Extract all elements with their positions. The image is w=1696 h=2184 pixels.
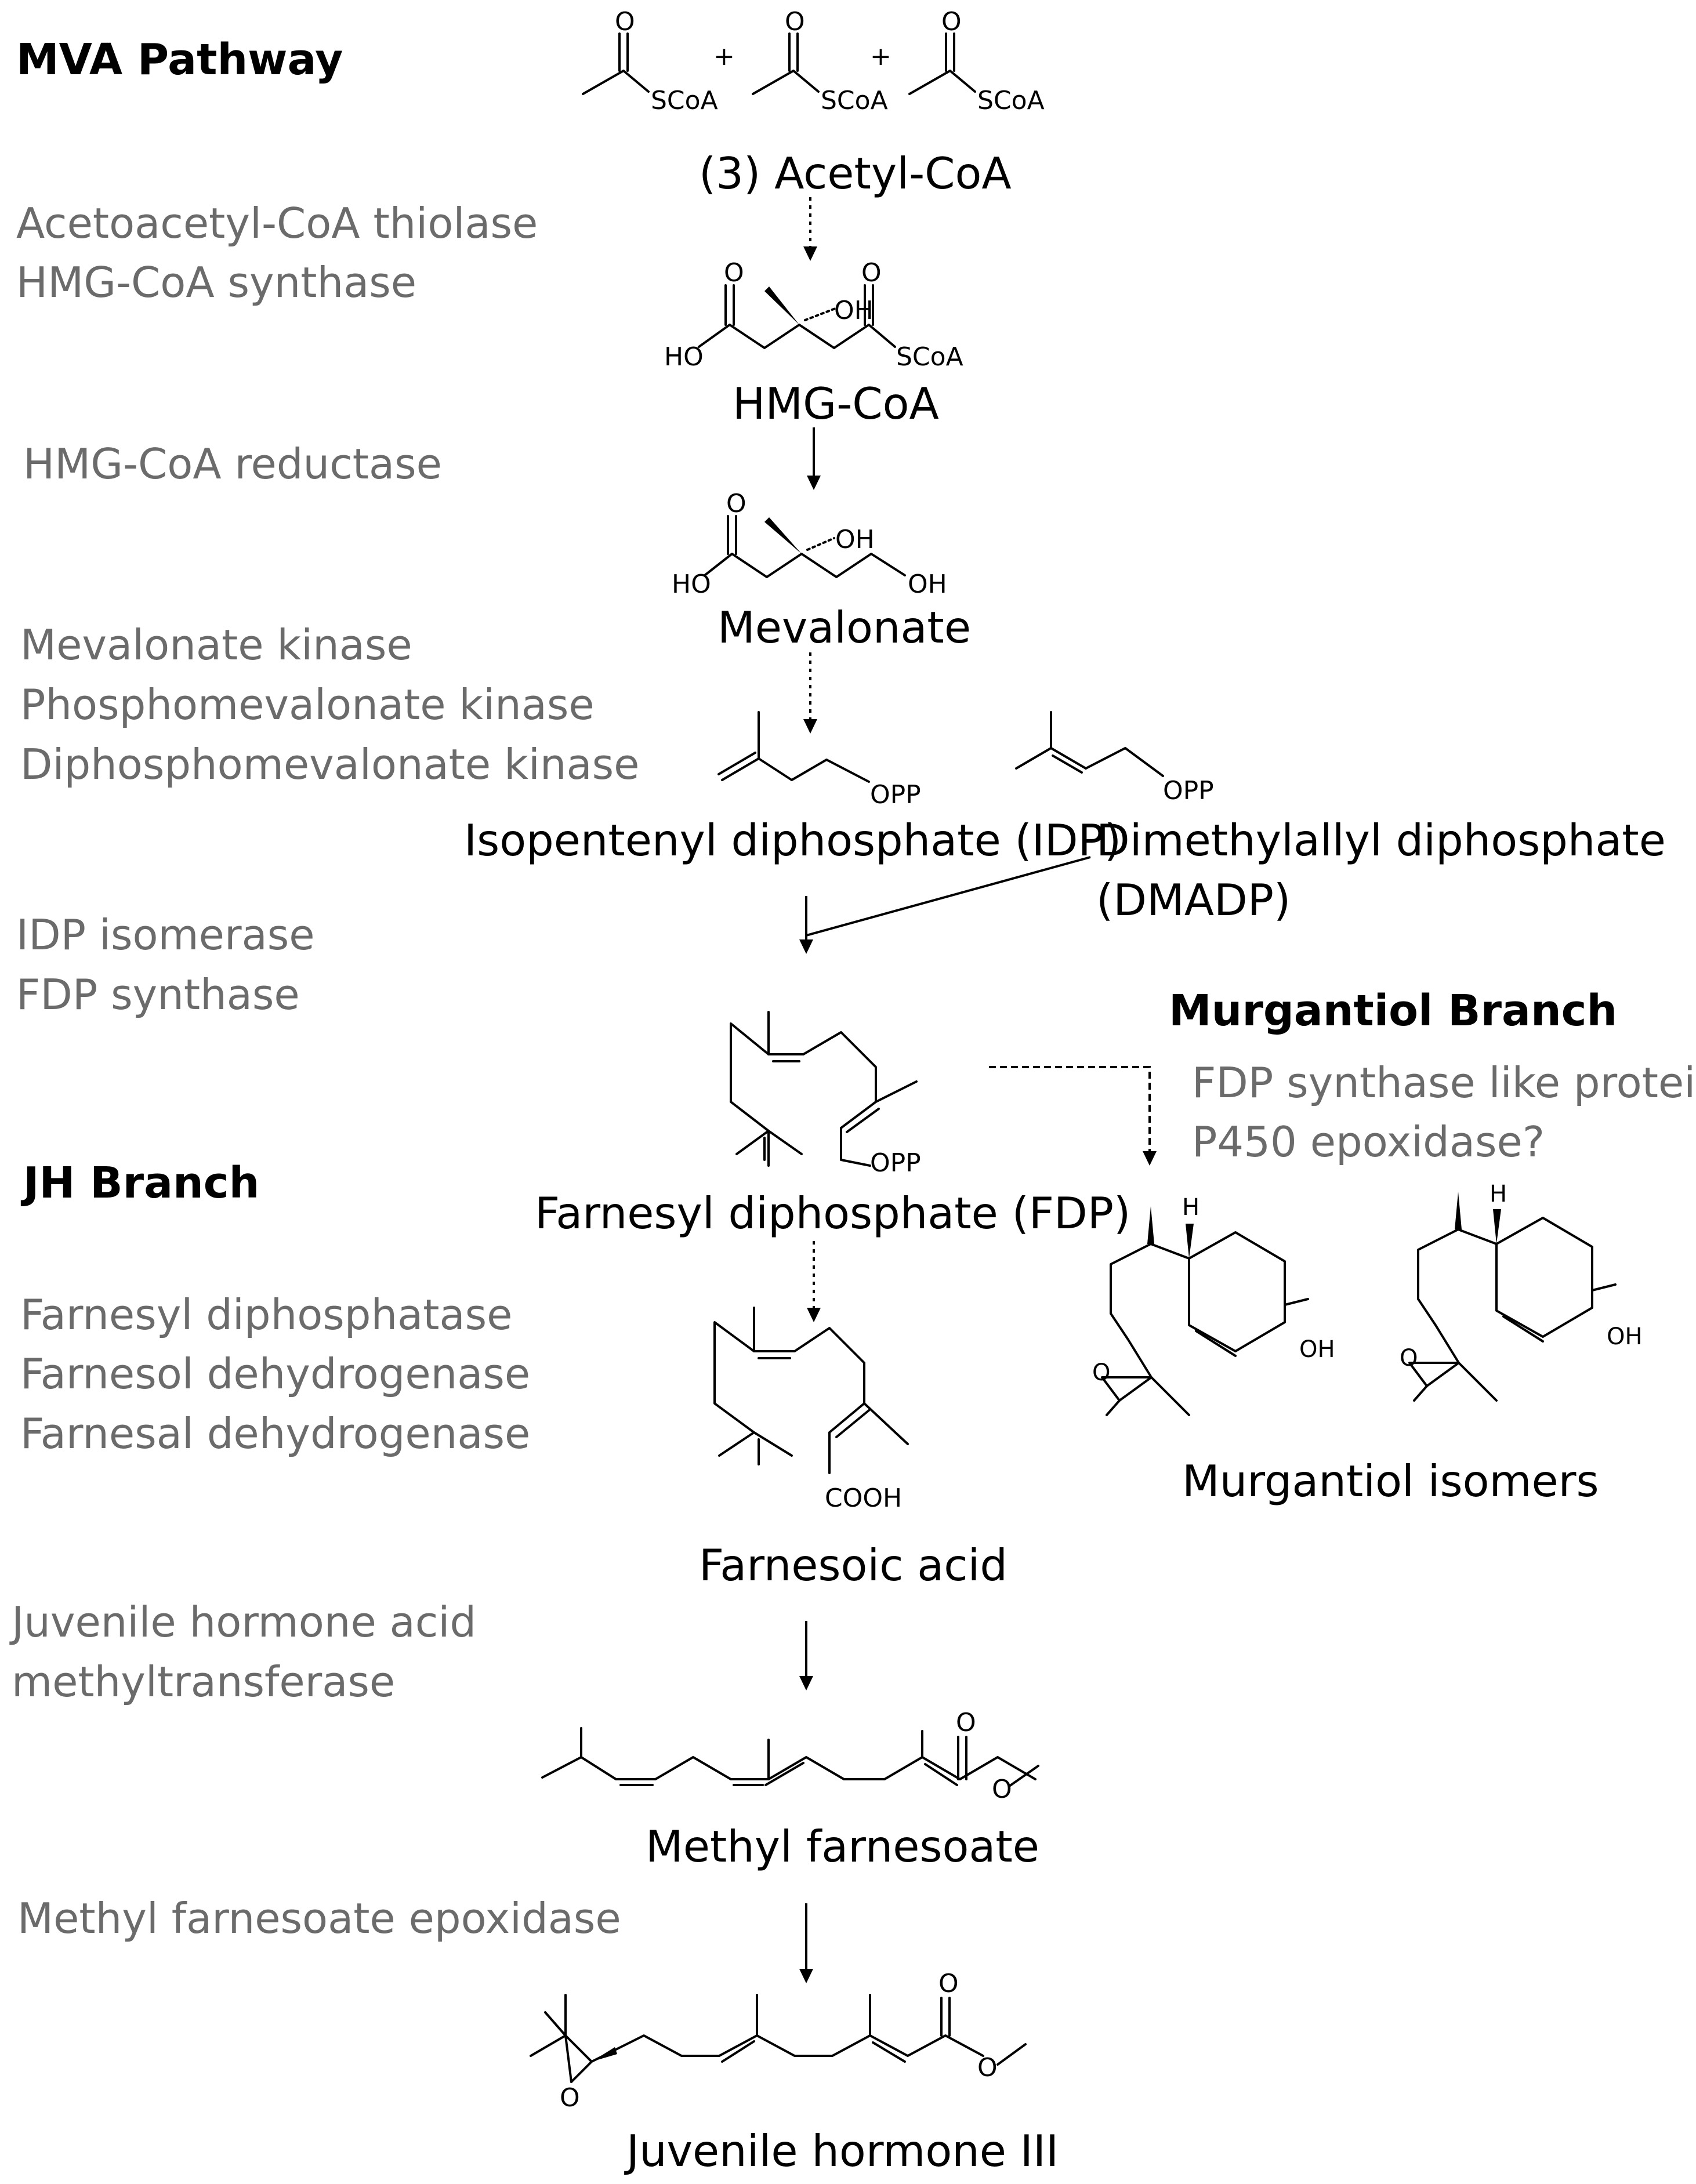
label-farnesoic-acid: Farnesoic acid	[699, 1540, 1008, 1591]
enzyme-jhamt-line2: methyltransferase	[12, 1657, 395, 1706]
structure-methyl-farnesoate: O O	[541, 1708, 1039, 1804]
arrowhead	[799, 1676, 813, 1690]
structure-fdp: OPP	[730, 1011, 921, 1178]
structure-idp: OPP	[717, 711, 921, 810]
label-mevalonate: Mevalonate	[717, 602, 971, 653]
header-murgantiol-branch: Murgantiol Branch	[1169, 986, 1617, 1036]
enzyme-methyl-farnesoate-epoxidase: Methyl farnesoate epoxidase	[17, 1894, 621, 1943]
svg-text:O: O	[941, 7, 962, 37]
svg-text:O: O	[785, 7, 805, 37]
enzyme-hmg-coa-reductase: HMG-CoA reductase	[23, 440, 442, 488]
svg-text:OPP: OPP	[870, 1148, 921, 1178]
structure-murgantiol-isomer-1: H O OH	[1092, 1194, 1335, 1416]
svg-text:O: O	[1400, 1345, 1418, 1372]
arrowhead	[803, 719, 817, 734]
arrowhead	[1143, 1151, 1157, 1166]
enzyme-p450-epoxidase: P450 epoxidase?	[1192, 1118, 1545, 1166]
arrowhead	[799, 1969, 813, 1983]
label-dmadp-line2: (DMADP)	[1096, 875, 1291, 926]
svg-text:+: +	[870, 42, 892, 71]
header-mva-pathway: MVA Pathway	[16, 35, 343, 85]
structure-juvenile-hormone-iii: O O O	[530, 1969, 1027, 2113]
enzyme-fdp-synthase: FDP synthase	[16, 970, 300, 1019]
svg-text:O: O	[992, 1775, 1012, 1804]
reaction-arrows	[799, 197, 1157, 1983]
svg-text:O: O	[861, 258, 882, 288]
label-acetyl-coa: (3) Acetyl-CoA	[699, 148, 1012, 199]
svg-text:O: O	[560, 2083, 580, 2113]
arrow-dmadp-merge	[806, 856, 1091, 937]
enzyme-acetoacetyl-coa-thiolase: Acetoacetyl-CoA thiolase	[16, 199, 538, 248]
svg-text:O: O	[724, 258, 744, 288]
enzyme-hmg-coa-synthase: HMG-CoA synthase	[16, 258, 416, 307]
enzyme-fdp-synthase-like-protein: FDP synthase like protein?	[1192, 1058, 1696, 1107]
svg-text:OH: OH	[835, 525, 875, 554]
svg-text:O: O	[615, 7, 635, 37]
arrowhead	[799, 939, 813, 954]
label-hmg-coa: HMG-CoA	[733, 378, 939, 429]
svg-text:SCoA: SCoA	[977, 86, 1045, 115]
enzyme-idp-isomerase: IDP isomerase	[16, 910, 315, 959]
label-dmadp-line1: Dimethylallyl diphosphate	[1096, 815, 1666, 866]
enzyme-mevalonate-kinase: Mevalonate kinase	[20, 621, 412, 669]
header-jh-branch: JH Branch	[20, 1158, 259, 1208]
label-fdp: Farnesyl diphosphate (FDP)	[535, 1188, 1130, 1239]
label-methyl-farnesoate: Methyl farnesoate	[646, 1821, 1039, 1872]
label-murgantiol-isomers: Murgantiol isomers	[1182, 1456, 1599, 1507]
structure-hmg-coa: O O OH HO SCoA	[664, 258, 963, 372]
svg-text:O: O	[1092, 1359, 1110, 1386]
arrow-fdp-to-murgantiol	[989, 1066, 1151, 1151]
structure-farnesoic-acid: COOH	[713, 1307, 909, 1513]
enzyme-jhamt-line1: Juvenile hormone acid	[9, 1598, 476, 1646]
label-idp: Isopentenyl diphosphate (IDP)	[464, 815, 1121, 866]
structure-dmadp: OPP	[1015, 711, 1214, 806]
svg-text:SCoA: SCoA	[821, 86, 888, 115]
svg-text:SCoA: SCoA	[896, 342, 963, 372]
arrowhead	[807, 476, 821, 490]
svg-text:COOH: COOH	[825, 1483, 902, 1513]
svg-text:+: +	[713, 42, 735, 71]
svg-text:O: O	[938, 1969, 959, 1998]
svg-text:OPP: OPP	[870, 780, 921, 810]
svg-text:H: H	[1490, 1181, 1507, 1207]
svg-text:O: O	[726, 489, 746, 518]
structure-murgantiol-isomer-2: H O OH	[1400, 1181, 1643, 1402]
svg-text:HO: HO	[672, 569, 711, 599]
svg-text:O: O	[977, 2053, 998, 2083]
structure-acetyl-coa: O SCoA + O SCoA + O SCoA	[582, 7, 1045, 115]
svg-text:O: O	[956, 1708, 976, 1737]
enzyme-farnesal-dehydrogenase: Farnesal dehydrogenase	[20, 1409, 530, 1458]
svg-text:HO: HO	[664, 342, 704, 372]
enzyme-farnesol-dehydrogenase: Farnesol dehydrogenase	[20, 1349, 530, 1398]
label-juvenile-hormone-iii: Juvenile hormone III	[624, 2125, 1059, 2176]
svg-text:SCoA: SCoA	[651, 86, 718, 115]
svg-text:OH: OH	[908, 569, 947, 599]
enzyme-phosphomevalonate-kinase: Phosphomevalonate kinase	[20, 680, 595, 729]
svg-text:OH: OH	[1607, 1323, 1643, 1350]
structure-mevalonate: O OH HO OH	[672, 489, 947, 599]
enzyme-diphosphomevalonate-kinase: Diphosphomevalonate kinase	[20, 740, 639, 789]
svg-text:OH: OH	[834, 296, 874, 325]
svg-text:OH: OH	[1299, 1336, 1335, 1363]
arrowhead	[803, 246, 817, 261]
arrowhead	[807, 1308, 821, 1322]
svg-text:OPP: OPP	[1163, 776, 1214, 806]
enzyme-farnesyl-diphosphatase: Farnesyl diphosphatase	[20, 1290, 512, 1339]
svg-text:H: H	[1182, 1194, 1199, 1221]
